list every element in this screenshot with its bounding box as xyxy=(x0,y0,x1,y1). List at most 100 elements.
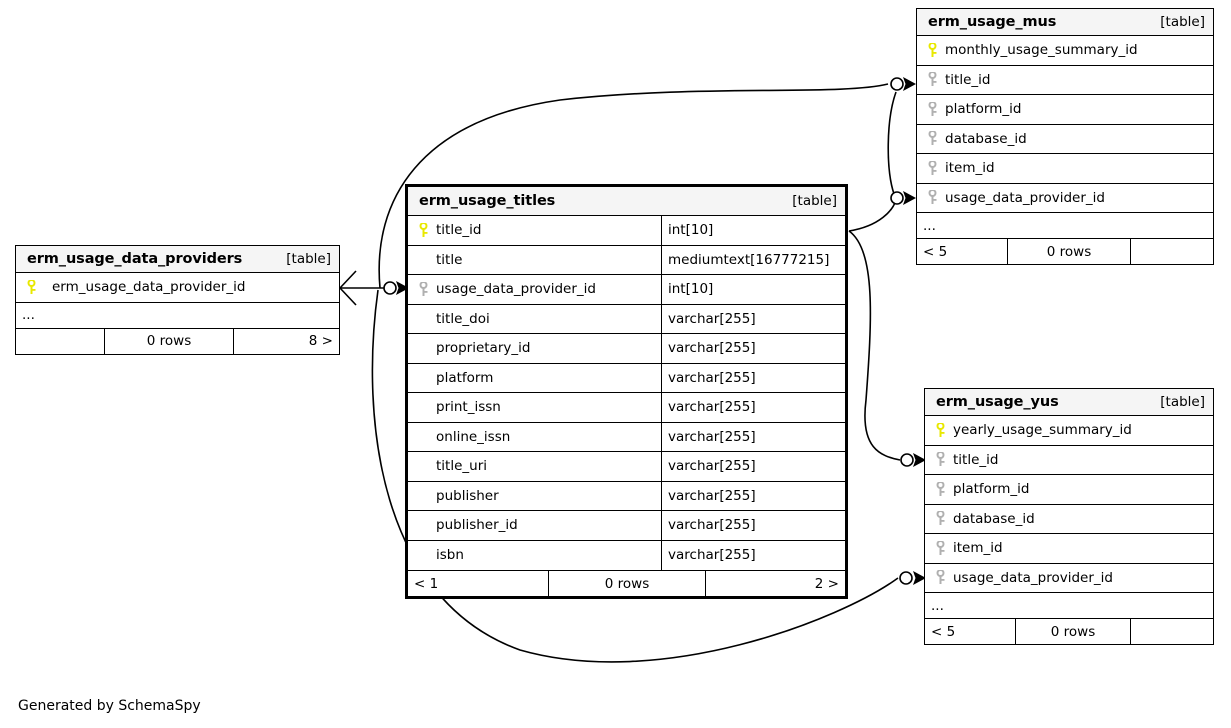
column-type: int[10] xyxy=(661,216,845,245)
table-row[interactable]: title_doi varchar[255] xyxy=(408,304,845,334)
table-kind-label: [table] xyxy=(1160,394,1205,410)
table-row[interactable]: database_id xyxy=(925,505,1213,534)
table-title: erm_usage_yus xyxy=(936,394,1059,410)
foreign-key-icon xyxy=(931,452,949,467)
table-row[interactable]: usage_data_provider_id int[10] xyxy=(408,275,845,305)
footer-next-count[interactable] xyxy=(1131,619,1213,644)
table-columns: yearly_usage_summary_id title_id xyxy=(925,416,1213,618)
table-row[interactable]: monthly_usage_summary_id xyxy=(917,36,1213,66)
column-name: monthly_usage_summary_id xyxy=(945,42,1138,59)
table-row[interactable]: usage_data_provider_id xyxy=(925,564,1213,593)
column-name: database_id xyxy=(945,130,1027,147)
table-row[interactable]: title_id int[10] xyxy=(408,216,845,246)
column-name-cell: proprietary_id xyxy=(408,334,661,363)
table-erm-usage-data-providers[interactable]: erm_usage_data_providers [table] erm_usa… xyxy=(15,245,340,355)
column-name: platform_id xyxy=(945,101,1022,118)
table-row[interactable]: title_id xyxy=(925,446,1213,475)
table-row[interactable]: online_issn varchar[255] xyxy=(408,422,845,452)
foreign-key-icon xyxy=(931,570,949,585)
table-row[interactable]: item_id xyxy=(917,154,1213,184)
table-row[interactable]: title_id xyxy=(917,66,1213,95)
foreign-key-icon xyxy=(923,131,941,146)
table-erm-usage-titles[interactable]: erm_usage_titles [table] title_id int[10… xyxy=(405,184,848,599)
column-type: varchar[255] xyxy=(661,511,845,540)
column-name: isbn xyxy=(436,547,464,564)
table-row[interactable]: title_uri varchar[255] xyxy=(408,452,845,482)
table-row[interactable]: yearly_usage_summary_id xyxy=(925,416,1213,446)
column-name-cell: item_id xyxy=(917,154,1213,183)
column-name-cell: online_issn xyxy=(408,423,661,452)
column-name-cell: platform_id xyxy=(917,95,1213,124)
table-row[interactable]: item_id xyxy=(925,534,1213,564)
column-name-cell: platform_id xyxy=(925,475,1213,504)
column-name: platform_id xyxy=(953,481,1030,498)
primary-key-icon xyxy=(414,222,432,238)
foreign-key-icon xyxy=(931,540,949,556)
table-row[interactable]: proprietary_id varchar[255] xyxy=(408,334,845,364)
column-name-cell: publisher xyxy=(408,482,661,511)
footer-prev-count[interactable]: < 5 xyxy=(917,239,1008,264)
column-name: title xyxy=(436,251,463,268)
table-row[interactable]: erm_usage_data_provider_id xyxy=(16,273,339,303)
column-name: usage_data_provider_id xyxy=(953,569,1113,586)
edge-titles-title-to-yus xyxy=(848,230,901,461)
table-row[interactable]: publisher varchar[255] xyxy=(408,481,845,511)
footer-row-count: 0 rows xyxy=(549,571,706,596)
edge-endpoint-circle-mus-title xyxy=(890,77,904,91)
footer-next-count[interactable] xyxy=(1131,239,1213,264)
column-type: varchar[255] xyxy=(661,363,845,392)
table-kind-label: [table] xyxy=(1160,14,1205,30)
column-name: publisher xyxy=(436,487,499,504)
column-name: title_id xyxy=(945,71,991,88)
columns-ellipsis: ... xyxy=(22,307,35,323)
footer-prev-count[interactable]: < 1 xyxy=(408,571,549,596)
edge-mus-vertical-link xyxy=(887,91,897,195)
column-name-cell: publisher_id xyxy=(408,511,661,540)
column-type: varchar[255] xyxy=(661,452,845,481)
table-row[interactable]: platform varchar[255] xyxy=(408,363,845,393)
table-kind-label: [table] xyxy=(792,193,837,209)
table-erm-usage-yus[interactable]: erm_usage_yus [table] yearly_usage_summa… xyxy=(924,388,1214,645)
table-row[interactable]: database_id xyxy=(917,125,1213,154)
table-row[interactable]: publisher_id varchar[255] xyxy=(408,511,845,541)
table-row[interactable]: print_issn varchar[255] xyxy=(408,393,845,423)
column-name-cell: title_id xyxy=(925,446,1213,475)
column-name: title_id xyxy=(436,222,482,239)
primary-key-icon xyxy=(22,279,40,295)
table-footer: < 1 0 rows 2 > xyxy=(408,570,845,596)
table-header: erm_usage_data_providers [table] xyxy=(16,246,339,273)
foreign-key-icon xyxy=(923,72,941,87)
column-name: title_id xyxy=(953,451,999,468)
foreign-key-icon xyxy=(923,101,941,117)
footer-prev-count[interactable]: < 5 xyxy=(925,619,1016,644)
column-name: print_issn xyxy=(436,399,501,416)
edge-endpoint-circle-mus-udp xyxy=(890,191,904,205)
table-title: erm_usage_data_providers xyxy=(27,251,243,267)
table-row[interactable]: platform_id xyxy=(917,95,1213,125)
crowsfoot-providers xyxy=(339,270,357,306)
column-name-cell: platform xyxy=(408,364,661,393)
footer-prev-count[interactable] xyxy=(16,328,105,354)
footer-next-count[interactable]: 2 > xyxy=(814,575,839,592)
table-row[interactable]: usage_data_provider_id xyxy=(917,184,1213,213)
table-row[interactable]: platform_id xyxy=(925,475,1213,505)
footer-next-count[interactable]: 8 > xyxy=(308,333,333,349)
column-name-cell: database_id xyxy=(925,505,1213,534)
table-footer: < 5 0 rows xyxy=(925,618,1213,644)
table-columns: erm_usage_data_provider_id ... xyxy=(16,273,339,328)
column-name-cell: database_id xyxy=(917,125,1213,154)
table-header: erm_usage_titles [table] xyxy=(408,187,845,216)
table-row[interactable]: title mediumtext[16777215] xyxy=(408,245,845,275)
column-type: varchar[255] xyxy=(661,393,845,422)
table-footer: < 5 0 rows xyxy=(917,238,1213,264)
table-erm-usage-mus[interactable]: erm_usage_mus [table] monthly_usage_summ… xyxy=(916,8,1214,265)
column-type: varchar[255] xyxy=(661,540,845,570)
table-row[interactable]: isbn varchar[255] xyxy=(408,540,845,570)
foreign-key-icon xyxy=(414,281,432,297)
primary-key-icon xyxy=(931,422,949,438)
column-name-cell: usage_data_provider_id xyxy=(925,564,1213,593)
column-name-cell: yearly_usage_summary_id xyxy=(925,416,1213,445)
column-name-cell: monthly_usage_summary_id xyxy=(917,36,1213,65)
edge-endpoint-circle-yus-title xyxy=(900,453,914,467)
